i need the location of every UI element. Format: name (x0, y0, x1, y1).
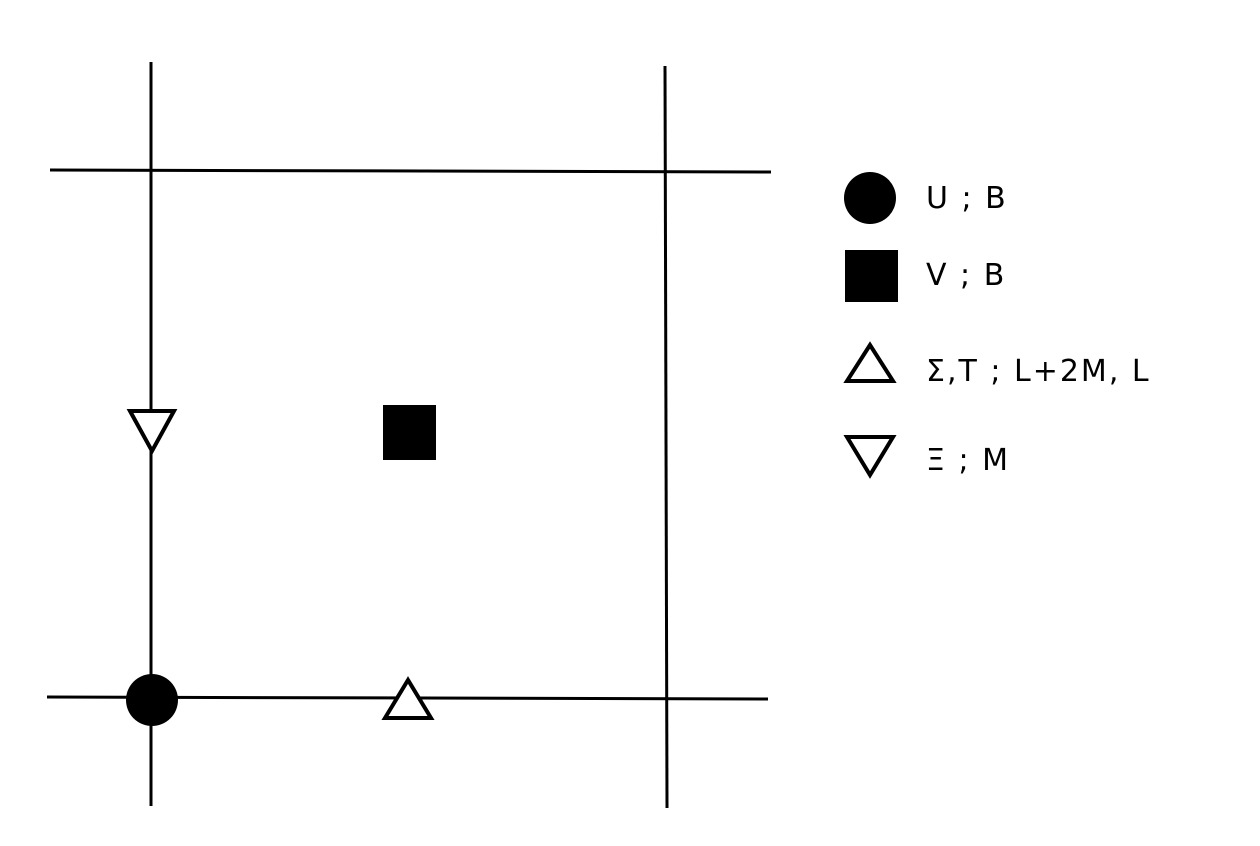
open-triangle-up-icon (843, 341, 897, 383)
grid-nodes (126, 405, 436, 726)
grid-line-top (49, 168, 772, 174)
legend-item-xi: Ξ ; M (843, 435, 1010, 479)
legend-label-v: V ; B (926, 258, 1006, 293)
xi-node-marker (126, 409, 178, 456)
legend-label-sigma-t: Σ,T ; L+2M, L (926, 354, 1151, 389)
filled-circle-icon (844, 172, 896, 224)
legend-item-sigma-t: Σ,T ; L+2M, L (843, 341, 1151, 389)
legend-label-xi: Ξ ; M (926, 443, 1010, 478)
legend-item-v: V ; B (845, 250, 1006, 302)
open-triangle-down-icon (843, 435, 897, 479)
grid-line-right (663, 65, 669, 809)
filled-square-icon (845, 250, 898, 302)
legend-item-u: U ; B (844, 172, 1008, 224)
u-node-marker (126, 674, 178, 726)
v-node-marker (383, 405, 436, 460)
legend: U ; B V ; B Σ,T ; L+2M, L Ξ ; M (843, 172, 1151, 479)
sigma-t-node-marker (381, 676, 435, 720)
legend-label-u: U ; B (926, 181, 1008, 216)
